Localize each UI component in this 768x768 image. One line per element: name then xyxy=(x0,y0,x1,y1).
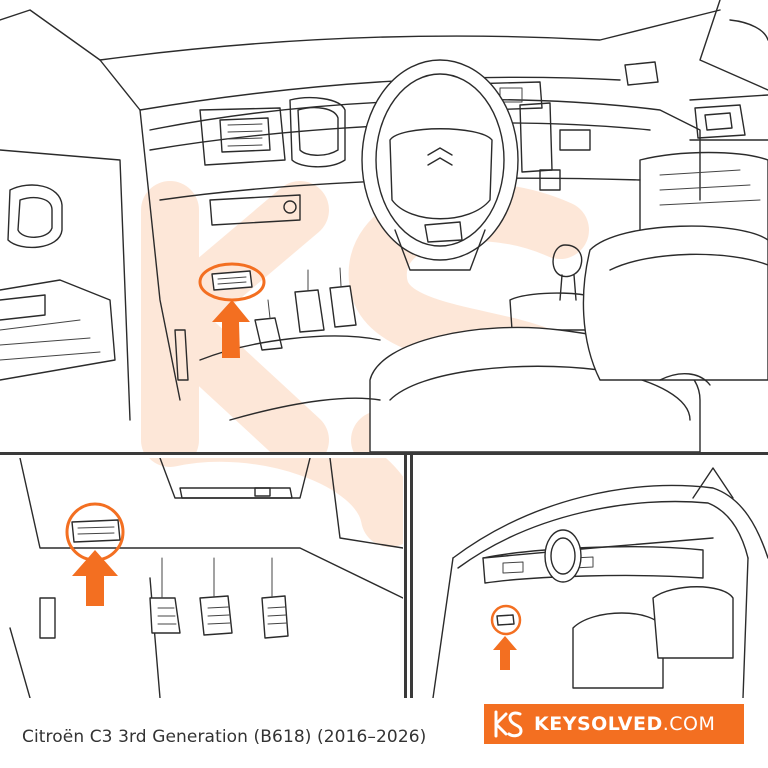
obd-port-closeup xyxy=(9,458,403,698)
seats xyxy=(369,225,768,452)
pedals xyxy=(149,557,289,639)
obd-closeup-panel xyxy=(0,458,403,698)
watermark-logo xyxy=(149,458,403,547)
windshield xyxy=(99,0,768,111)
pedals xyxy=(254,267,357,351)
floor xyxy=(199,335,381,421)
door-frame xyxy=(0,9,189,421)
steering-wheel xyxy=(544,529,582,583)
steering-wheel xyxy=(361,59,519,271)
door-view-panel xyxy=(413,458,768,698)
vehicle-caption: Citroën C3 3rd Generation (B618) (2016–2… xyxy=(22,727,427,747)
obd-port xyxy=(490,604,522,636)
dashboard xyxy=(482,546,704,584)
passenger-door xyxy=(639,94,768,251)
seats xyxy=(572,586,734,689)
dashboard-lower xyxy=(9,458,403,698)
car-interior-overview xyxy=(0,0,768,452)
obd-port-arrow-icon xyxy=(72,550,118,606)
brand-name: KEYSOLVED.COM xyxy=(534,713,715,735)
obd-port-arrow-icon xyxy=(212,300,250,358)
brand-name-suffix: .COM xyxy=(662,713,716,735)
obd-port-arrow-icon xyxy=(493,636,517,670)
panel-divider xyxy=(404,452,407,698)
brand-badge: KEYSOLVED.COM xyxy=(484,704,744,744)
main-illustration-panel xyxy=(0,0,768,452)
ks-logo-icon xyxy=(488,704,528,744)
panel-divider xyxy=(410,452,413,698)
panel-divider xyxy=(0,452,768,455)
brand-name-bold: KEYSOLVED xyxy=(534,713,663,735)
driver-door-view xyxy=(432,467,768,698)
